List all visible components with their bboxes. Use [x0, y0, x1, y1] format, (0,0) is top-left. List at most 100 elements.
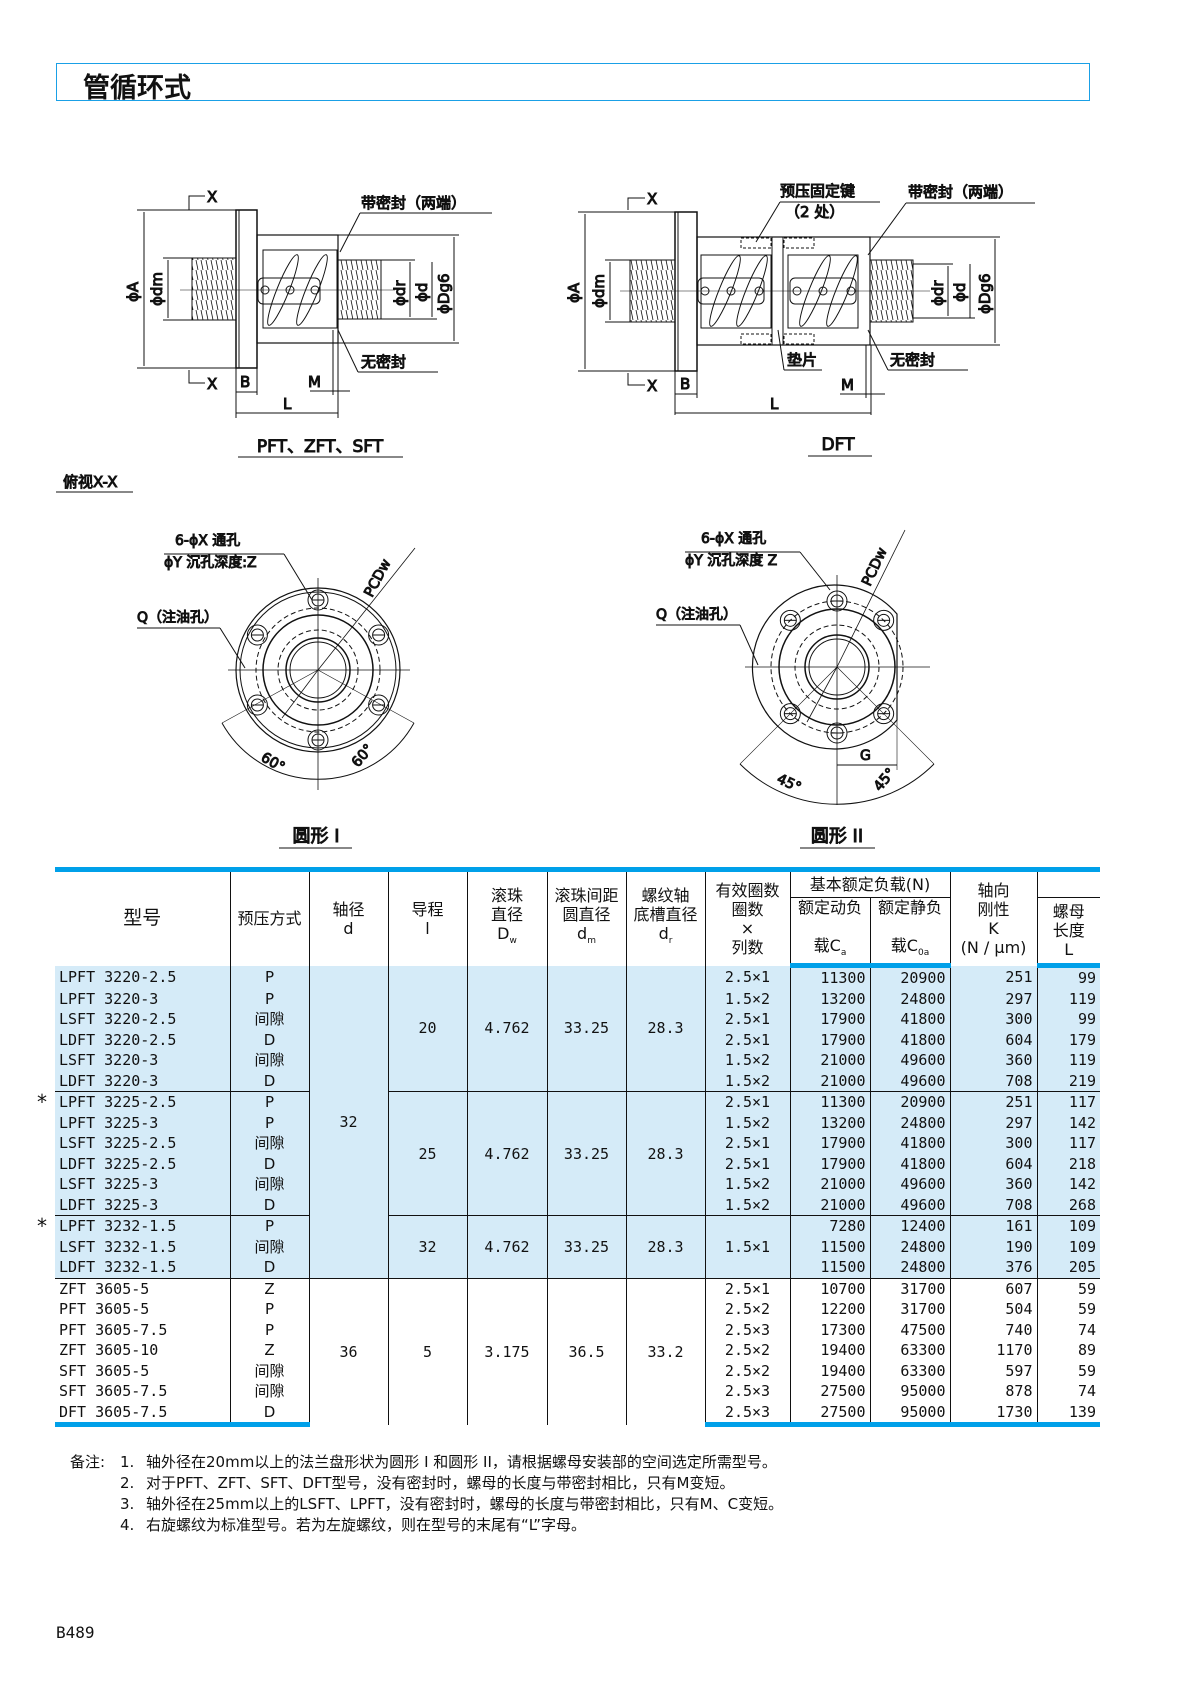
- cell-dynamic-load: 21000: [789, 1194, 871, 1216]
- dim-phi-dg6: ϕDg6: [976, 273, 994, 314]
- cell-stiffness: 607: [949, 1277, 1038, 1300]
- col-header-preload: 预压方式: [229, 866, 310, 966]
- cell-nut-length: 74: [1036, 1319, 1100, 1341]
- cell-nut-length: 139: [1036, 1401, 1100, 1428]
- cell-static-load: 49600: [869, 1050, 951, 1071]
- label-seal-both-ends: 带密封（两端）: [361, 194, 466, 212]
- cell-stiffness: 300: [949, 1009, 1038, 1030]
- cell-stiffness: 708: [949, 1194, 1038, 1216]
- note-3: 轴外径在25mm以上的LSFT、LPFT，没有密封时，螺母的长度与带密封相比，只…: [146, 1495, 784, 1513]
- bolt-hole: [826, 590, 848, 612]
- bolt-hole: [307, 729, 329, 751]
- dim-phi-dr: ϕdr: [391, 280, 409, 306]
- cell-static-load: 95000: [869, 1401, 951, 1428]
- cell-static-load: 24800: [869, 988, 951, 1010]
- dim-phi-dm: ϕdm: [590, 274, 608, 308]
- label-no-seal: 无密封: [890, 351, 935, 369]
- cell-stiffness: 604: [949, 1153, 1038, 1175]
- cell-dynamic-load: 19400: [789, 1340, 871, 1361]
- cell-turns: 2.5×1: [704, 1133, 791, 1154]
- cell-dynamic-load: 17900: [789, 1029, 871, 1051]
- cell-preload: D: [229, 1194, 310, 1216]
- drawing-dft: [578, 197, 1035, 457]
- bolt-hole: [246, 694, 268, 716]
- label-shim: 垫片: [787, 351, 817, 369]
- label-angle-45-left: 45°: [774, 771, 803, 796]
- cell-turns: 1.5×2: [704, 1112, 791, 1134]
- cell-dynamic-load: 7280: [789, 1215, 871, 1237]
- bolt-hole: [307, 589, 329, 611]
- dim-phi-d: ϕd: [951, 283, 969, 302]
- cell-dynamic-load: 27500: [789, 1381, 871, 1402]
- cell-nut-length: 142: [1036, 1174, 1100, 1195]
- cell-model: LSFT 3225-3: [55, 1174, 231, 1195]
- cell-preload: 间隙: [229, 1381, 310, 1402]
- cell-stiffness: 504: [949, 1299, 1038, 1320]
- cell-stiffness: 878: [949, 1381, 1038, 1402]
- label-seal-both-ends: 带密封（两端）: [908, 183, 1013, 201]
- cell-turns: 2.5×1: [704, 1029, 791, 1051]
- star-marker: *: [37, 1213, 47, 1238]
- note-number: 4.: [120, 1516, 135, 1534]
- cell-stiffness: 161: [949, 1215, 1038, 1237]
- cell-model: LSFT 3232-1.5: [55, 1236, 231, 1258]
- cell-preload: P: [229, 1319, 310, 1341]
- cell-static-load: 63300: [869, 1340, 951, 1361]
- bolt-hole: [779, 609, 801, 631]
- cell-root-dia: 28.3: [625, 1215, 706, 1279]
- cell-pitch-dia: 33.25: [546, 1091, 627, 1216]
- cell-model: LPFT 3232-1.5: [55, 1215, 231, 1237]
- cell-model: LPFT 3220-2.5: [55, 965, 231, 989]
- cell-lead: 32: [387, 1215, 468, 1279]
- cell-turns: 2.5×1: [704, 1277, 791, 1300]
- notes: 备注:1.轴外径在20mm以上的法兰盘形状为圆形 I 和圆形 II，请根据螺母安…: [70, 1452, 783, 1536]
- cell-static-load: 24800: [869, 1257, 951, 1279]
- cell-nut-length: 179: [1036, 1029, 1100, 1051]
- cell-preload: P: [229, 1091, 310, 1113]
- dim-phi-a: ϕA: [565, 282, 583, 303]
- cell-model: LPFT 3225-3: [55, 1112, 231, 1134]
- cell-nut-length: 59: [1036, 1277, 1100, 1300]
- label-counterbore: ϕY 沉孔深度 Z: [685, 553, 777, 569]
- cell-nut-length: 117: [1036, 1133, 1100, 1154]
- bolt-hole: [873, 609, 895, 631]
- cell-nut-length: 119: [1036, 1050, 1100, 1071]
- cell-dynamic-load: 17900: [789, 1133, 871, 1154]
- cell-static-load: 95000: [869, 1381, 951, 1402]
- cell-preload: P: [229, 1215, 310, 1237]
- cell-dynamic-load: 17900: [789, 1153, 871, 1175]
- cell-turns: 2.5×1: [704, 965, 791, 989]
- cell-dynamic-load: 11300: [789, 1091, 871, 1113]
- cell-static-load: 41800: [869, 1133, 951, 1154]
- label-oil-hole: Q（注油孔）: [656, 607, 737, 623]
- cell-static-load: 49600: [869, 1174, 951, 1195]
- label-angle-60-left: 60°: [258, 750, 288, 776]
- cell-nut-length: 99: [1036, 965, 1100, 989]
- flange-round-ii: [656, 529, 935, 849]
- dim-b: B: [680, 375, 690, 393]
- cell-turns: 1.5×1: [704, 1215, 791, 1279]
- cell-stiffness: 297: [949, 1112, 1038, 1134]
- col-header-static-load: 额定静负载C0a: [869, 897, 951, 969]
- cell-root-dia: 28.3: [625, 965, 706, 1092]
- cell-static-load: 24800: [869, 1236, 951, 1258]
- cell-turns: 1.5×2: [704, 1194, 791, 1216]
- cell-preload: 间隙: [229, 1133, 310, 1154]
- cell-nut-length: 268: [1036, 1194, 1100, 1216]
- cell-preload: D: [229, 1257, 310, 1279]
- cell-stiffness: 297: [949, 988, 1038, 1010]
- flange-round-i: [137, 547, 416, 849]
- cell-model: LDFT 3232-1.5: [55, 1257, 231, 1279]
- cell-root-dia: 28.3: [625, 1091, 706, 1216]
- section-title: 管循环式: [83, 73, 191, 104]
- cell-model: LSFT 3225-2.5: [55, 1133, 231, 1154]
- cell-preload: 间隙: [229, 1174, 310, 1195]
- cell-nut-length: 218: [1036, 1153, 1100, 1175]
